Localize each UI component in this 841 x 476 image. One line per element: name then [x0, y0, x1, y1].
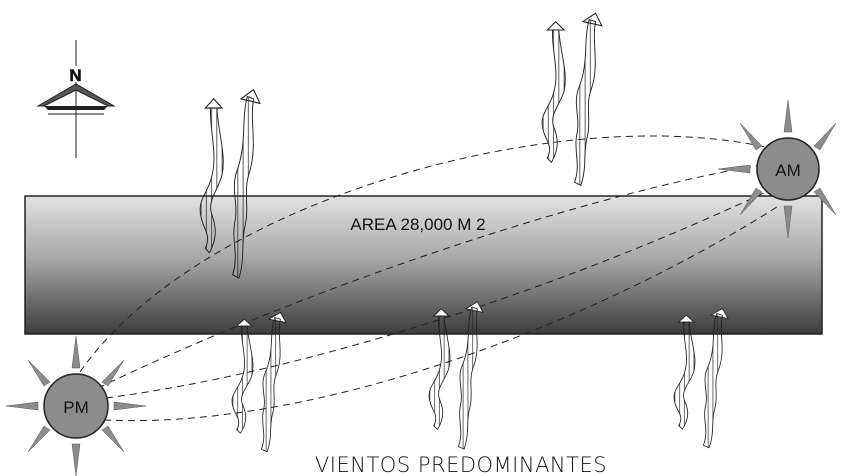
site-plot — [24, 195, 823, 335]
am-sun-icon: AM — [717, 99, 837, 239]
sun-path-arcs — [79, 135, 781, 422]
am-label: AM — [775, 161, 801, 180]
area-label: AREA 28,000 M 2 — [350, 215, 485, 234]
pm-sun-icon: PM — [5, 335, 147, 476]
wind-caption: VIENTOS PREDOMINANTES — [315, 453, 607, 476]
north-letter: N — [69, 66, 81, 85]
north-arrow-icon: N — [36, 40, 116, 158]
pm-label: PM — [63, 398, 89, 417]
